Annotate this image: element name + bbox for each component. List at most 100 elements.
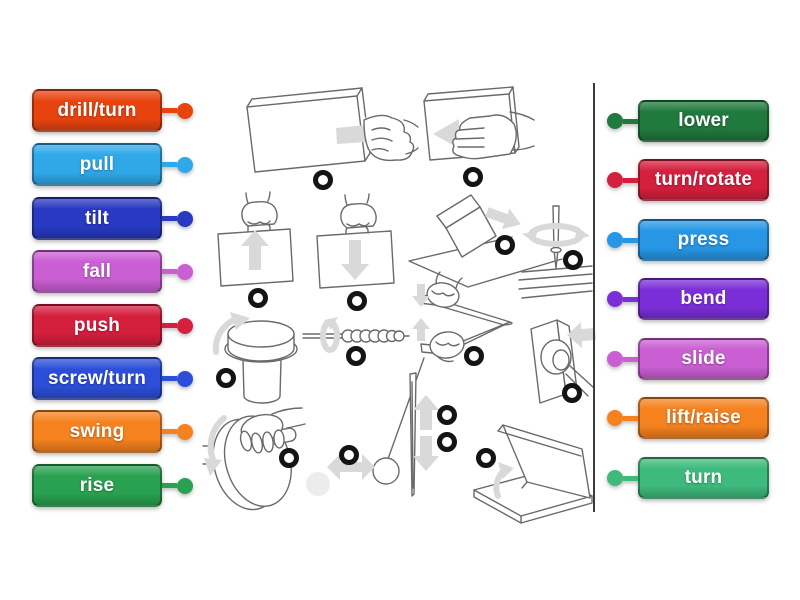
connector-dot — [177, 423, 193, 440]
drop-target-tilt-cube[interactable] — [495, 235, 515, 255]
connector — [623, 415, 638, 421]
label-rise[interactable]: rise — [32, 464, 193, 507]
illustration-lift-briefcase — [217, 191, 294, 287]
label-tilt[interactable]: tilt — [32, 197, 193, 240]
illustration-turn-knob — [212, 312, 298, 404]
connector — [623, 177, 638, 183]
label-turn-rotate[interactable]: turn/rotate — [607, 159, 769, 201]
label-push[interactable]: push — [32, 304, 193, 347]
illustration-turn-wheel — [202, 407, 306, 511]
connector — [162, 108, 177, 113]
connector — [623, 237, 638, 243]
label-pull[interactable]: pull — [32, 143, 193, 186]
drop-target-stick-down[interactable] — [437, 432, 457, 452]
drop-target-turn-knob[interactable] — [216, 368, 236, 388]
connector — [623, 118, 638, 124]
drop-target-lower-briefcase[interactable] — [347, 291, 367, 311]
connector — [162, 162, 177, 167]
label-lower[interactable]: lower — [607, 100, 769, 142]
connector-dot — [177, 156, 193, 173]
label-screw-turn[interactable]: screw/turn — [32, 357, 193, 400]
label-turn[interactable]: turn — [607, 457, 769, 499]
drop-target-push-box[interactable] — [463, 167, 483, 187]
drop-target-turn-wheel[interactable] — [279, 448, 299, 468]
connector — [162, 376, 177, 381]
connector-dot — [607, 113, 623, 129]
label-text: bend — [680, 288, 727, 309]
label-text: swing — [69, 420, 125, 442]
label-text: push — [73, 314, 121, 336]
drop-target-bend-rod[interactable] — [464, 346, 484, 366]
label-slide[interactable]: slide — [607, 338, 769, 380]
label-pill[interactable]: lower — [638, 100, 769, 142]
illustration-lower-briefcase — [316, 193, 395, 289]
connector-dot — [607, 291, 623, 307]
drop-target-drill[interactable] — [563, 250, 583, 270]
connector-dot — [177, 102, 193, 119]
label-pill[interactable]: lift/raise — [638, 397, 769, 439]
illustration-press-button — [530, 319, 596, 404]
label-drill-turn[interactable]: drill/turn — [32, 89, 193, 132]
label-pill[interactable]: drill/turn — [32, 89, 162, 132]
label-swing[interactable]: swing — [32, 410, 193, 453]
illustration-bend-rod — [412, 271, 513, 363]
connector — [623, 296, 638, 302]
drop-target-press-button[interactable] — [562, 383, 582, 403]
label-pill[interactable]: swing — [32, 410, 162, 453]
label-pill[interactable]: tilt — [32, 197, 162, 240]
connector-dot — [177, 317, 193, 334]
connector-dot — [177, 370, 193, 387]
connector-dot — [607, 351, 623, 367]
label-pill[interactable]: turn — [638, 457, 769, 499]
drop-target-pull-box[interactable] — [313, 170, 333, 190]
drop-target-opening-lid[interactable] — [476, 448, 496, 468]
label-text: lift/raise — [666, 407, 741, 428]
connector — [623, 475, 638, 481]
label-pill[interactable]: rise — [32, 464, 162, 507]
label-text: drill/turn — [57, 99, 137, 121]
illustration-screw — [302, 317, 410, 353]
label-text: turn — [684, 467, 723, 488]
drop-target-screw[interactable] — [346, 346, 366, 366]
label-text: tilt — [84, 207, 109, 229]
connector-dot — [177, 263, 193, 280]
connector-dot — [177, 210, 193, 227]
label-text: fall — [82, 260, 112, 282]
label-lift-raise[interactable]: lift/raise — [607, 397, 769, 439]
label-pill[interactable]: bend — [638, 278, 769, 320]
illustration-pendulum — [306, 357, 425, 496]
label-pill[interactable]: turn/rotate — [638, 159, 769, 201]
label-pill[interactable]: fall — [32, 250, 162, 293]
label-pill[interactable]: slide — [638, 338, 769, 380]
label-text: rise — [79, 474, 115, 496]
drop-target-stick-up[interactable] — [437, 405, 457, 425]
label-pill[interactable]: press — [638, 219, 769, 261]
illustration-rising-stick — [409, 372, 439, 497]
label-pill[interactable]: pull — [32, 143, 162, 186]
illustration-pull-box — [246, 87, 419, 173]
label-text: press — [677, 229, 730, 250]
connector-dot — [607, 410, 623, 426]
connector — [162, 429, 177, 434]
label-bend[interactable]: bend — [607, 278, 769, 320]
illustration-push-box — [423, 86, 535, 161]
label-text: pull — [79, 153, 115, 175]
connector — [162, 216, 177, 221]
label-pill[interactable]: push — [32, 304, 162, 347]
connector — [162, 269, 177, 274]
label-fall[interactable]: fall — [32, 250, 193, 293]
connector — [623, 356, 638, 362]
label-text: lower — [678, 110, 729, 131]
connector — [162, 323, 177, 328]
label-text: slide — [681, 348, 726, 369]
drop-target-lift-briefcase[interactable] — [248, 288, 268, 308]
connector-dot — [607, 172, 623, 188]
drop-target-pendulum[interactable] — [339, 445, 359, 465]
connector-dot — [607, 470, 623, 486]
label-pill[interactable]: screw/turn — [32, 357, 162, 400]
connector — [162, 483, 177, 488]
divider-line — [593, 83, 595, 512]
label-press[interactable]: press — [607, 219, 769, 261]
label-text: turn/rotate — [654, 169, 753, 190]
